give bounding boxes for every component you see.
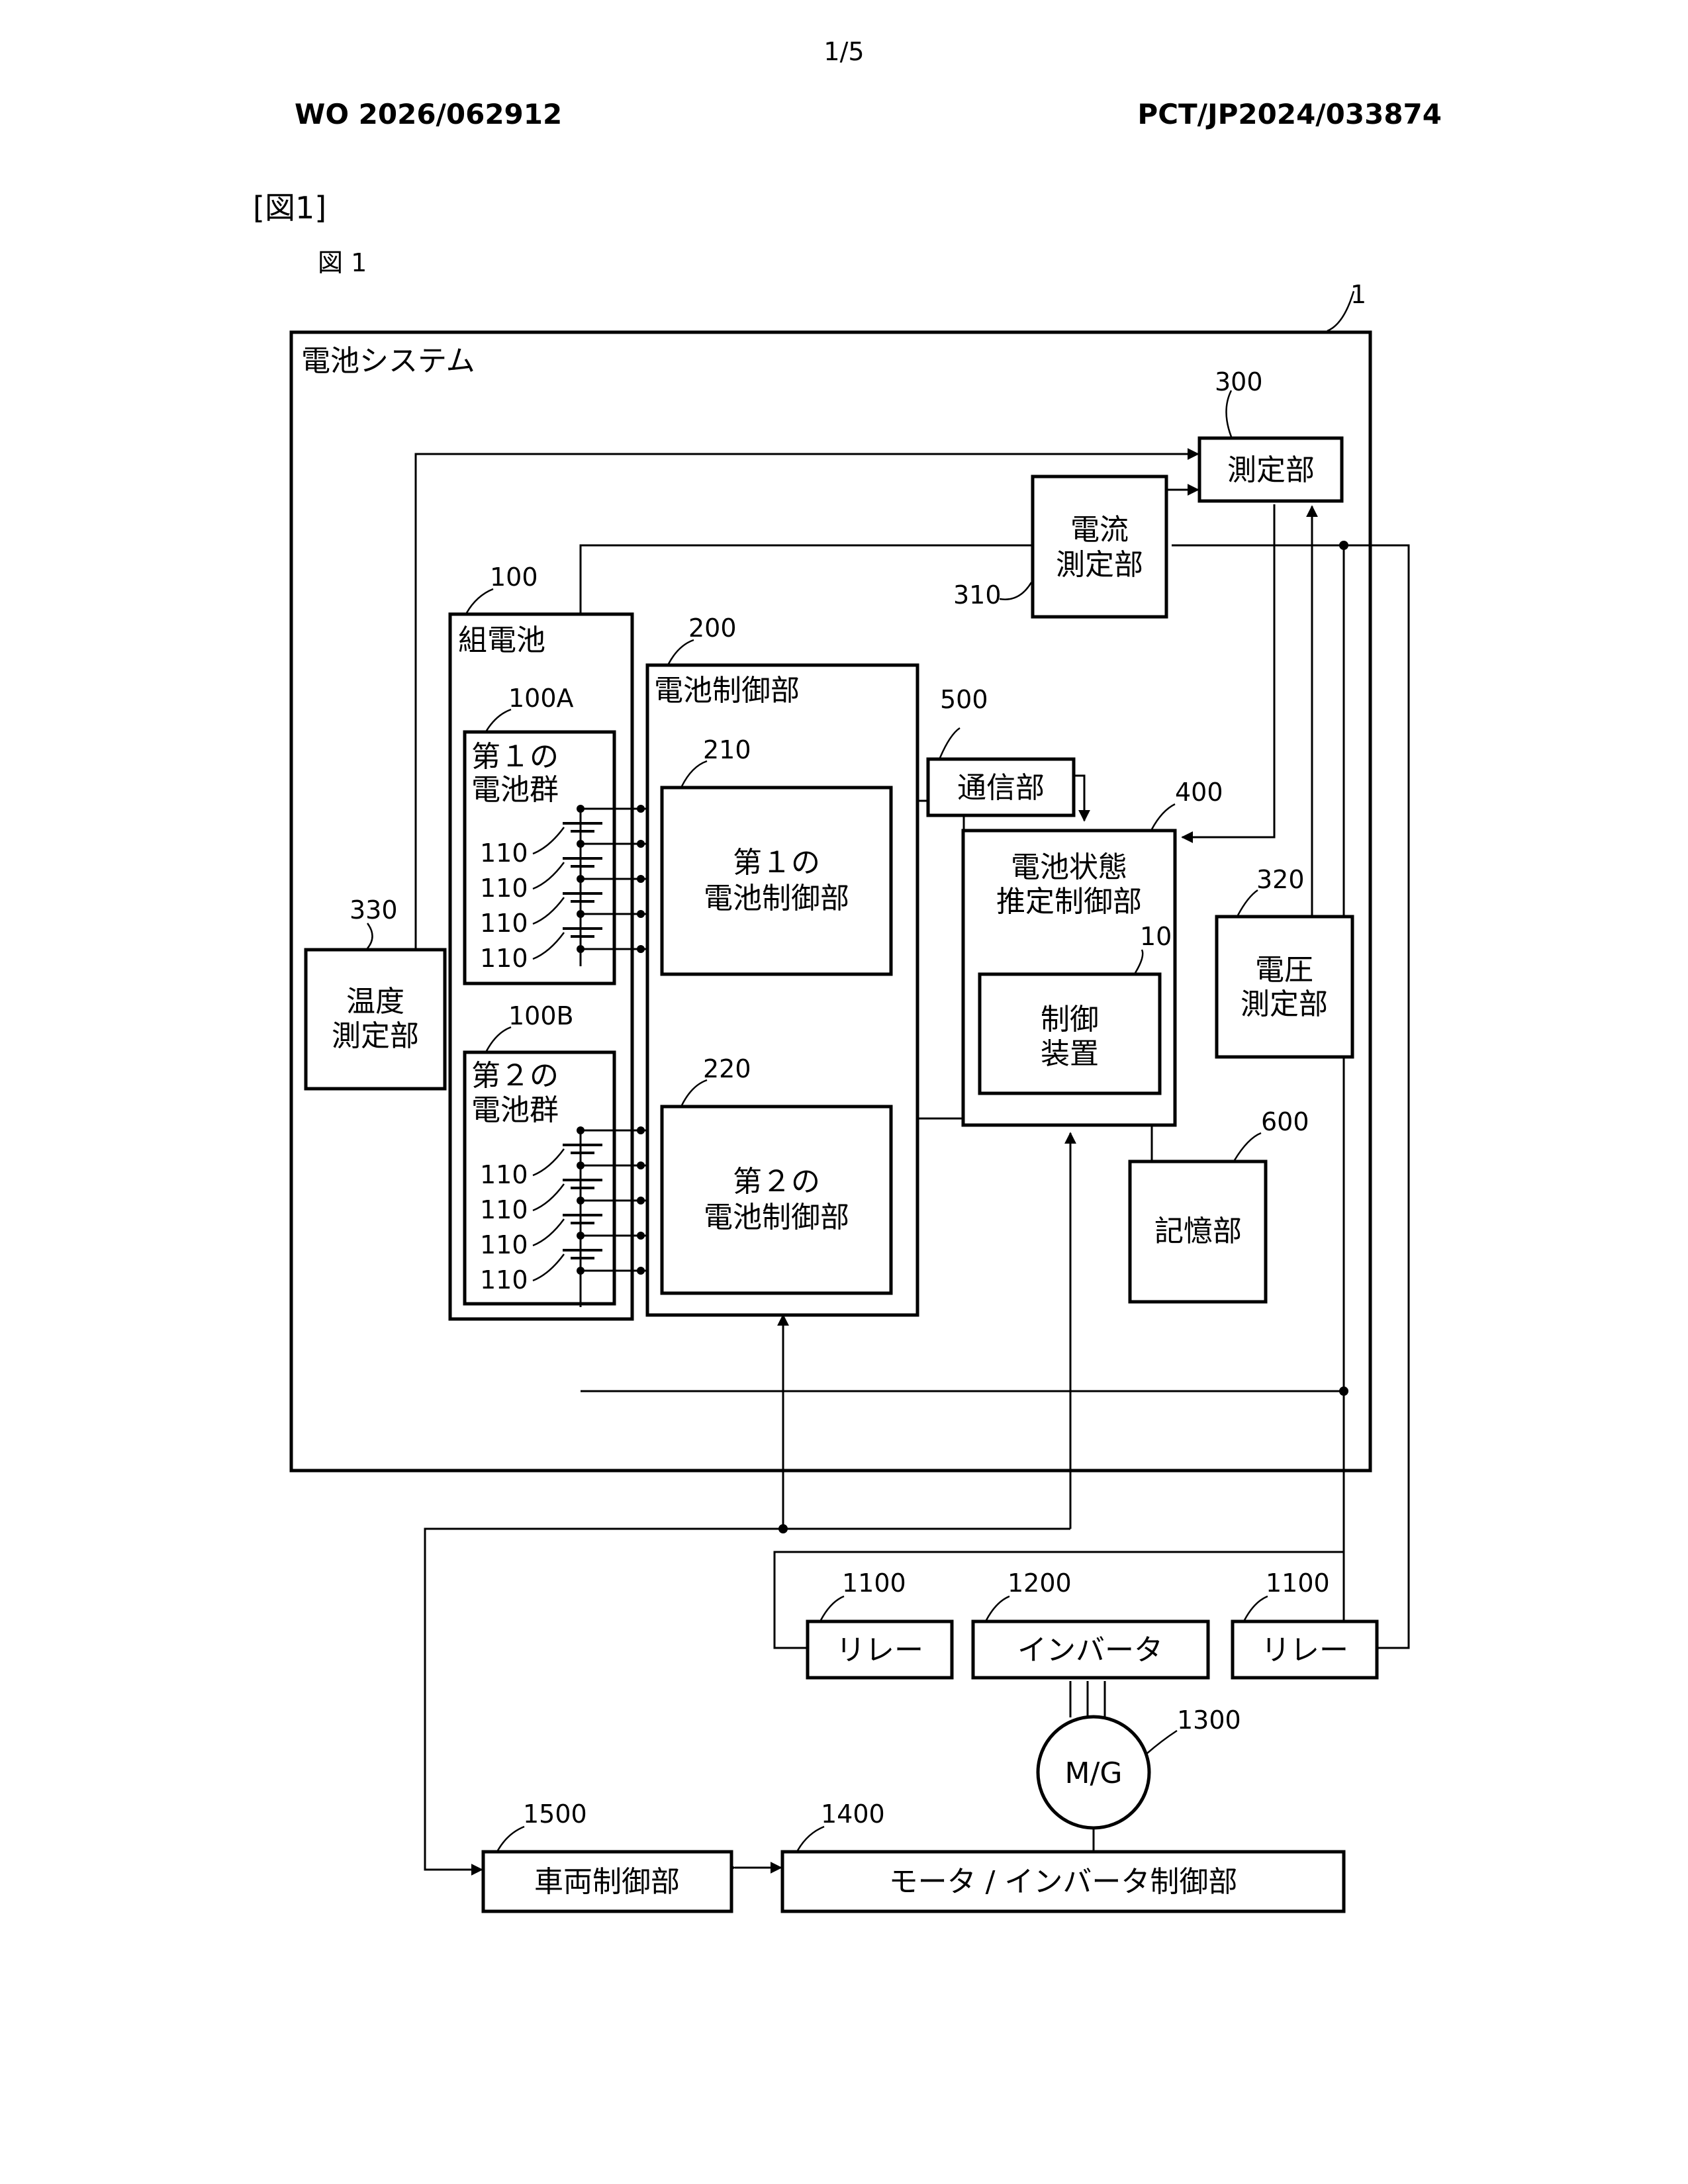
battery-controller: 電池制御部 200 第１の 電池制御部 210 第２の 電池制御部 220 [647, 614, 917, 1315]
cell-a1-ref: 110 [480, 839, 528, 868]
state-estimator-label-2: 推定制御部 [996, 885, 1142, 919]
cell-b3-ref: 110 [480, 1230, 528, 1259]
inverter-ref: 1200 [1008, 1569, 1072, 1598]
battery-controller-ref: 200 [688, 614, 737, 643]
state-estimator-label-1: 電池状態 [1011, 850, 1127, 884]
current-meter-label-1: 電流 [1070, 513, 1129, 547]
battery-system-ref: 1 [1350, 280, 1366, 309]
group-a-label-2: 電池群 [471, 773, 559, 807]
group-a-ref: 100A [508, 684, 574, 713]
motor-inverter-controller-label: モータ / インバータ制御部 [889, 1865, 1238, 1899]
motor-generator-ref: 1300 [1177, 1706, 1241, 1735]
group-b-label-2: 電池群 [471, 1093, 559, 1127]
battery-pack-ref: 100 [490, 563, 538, 592]
cell-a2-ref: 110 [480, 874, 528, 903]
relay-right-label: リレー [1261, 1633, 1348, 1667]
communication-unit-ref: 500 [940, 685, 988, 714]
motor-generator-label: M/G [1065, 1756, 1123, 1790]
communication-unit-label: 通信部 [957, 771, 1045, 805]
controller-2-ref: 220 [703, 1054, 751, 1083]
voltage-meter-ref: 320 [1256, 865, 1305, 894]
controller-1-ref: 210 [703, 735, 751, 764]
control-device-ref: 10 [1140, 922, 1172, 951]
controller-1-label-2: 電池制御部 [704, 882, 849, 915]
relay-left-ref: 1100 [842, 1569, 906, 1598]
group-b-label-1: 第２の [471, 1059, 559, 1093]
voltage-meter-label-1: 電圧 [1255, 953, 1313, 987]
cell-b4-ref: 110 [480, 1265, 528, 1295]
current-meter-label-2: 測定部 [1056, 548, 1143, 582]
cell-a4-ref: 110 [480, 944, 528, 973]
temperature-meter-ref: 330 [350, 895, 398, 925]
storage-unit-ref: 600 [1261, 1107, 1309, 1136]
cell-b2-ref: 110 [480, 1195, 528, 1224]
relay-right-ref: 1100 [1266, 1569, 1330, 1598]
measurement-unit-ref: 300 [1215, 367, 1263, 396]
motor-inverter-controller-ref: 1400 [821, 1799, 885, 1829]
state-estimator-ref: 400 [1175, 778, 1223, 807]
inverter-label: インバータ [1017, 1633, 1163, 1667]
cell-a3-ref: 110 [480, 909, 528, 938]
vehicle-controller: 車両制御部 1500 [483, 1799, 731, 1911]
temperature-meter-label-2: 測定部 [332, 1019, 419, 1053]
inverter: インバータ 1200 [973, 1569, 1208, 1678]
control-device-label-1: 制御 [1041, 1003, 1099, 1036]
battery-pack-label: 組電池 [458, 623, 545, 657]
group-b-ref: 100B [508, 1001, 574, 1030]
measurement-unit-label: 測定部 [1227, 453, 1315, 487]
controller-2-label-1: 第２の [733, 1165, 820, 1199]
battery-system-label: 電池システム [301, 344, 475, 378]
battery-controller-label: 電池制御部 [654, 674, 800, 707]
cell-b1-ref: 110 [480, 1160, 528, 1189]
controller-2-label-2: 電池制御部 [704, 1201, 849, 1234]
voltage-meter-label-2: 測定部 [1241, 987, 1328, 1021]
controller-1-label-1: 第１の [733, 846, 820, 880]
motor-generator: M/G 1300 [1038, 1706, 1241, 1828]
vehicle-controller-ref: 1500 [523, 1799, 587, 1829]
relay-left-label: リレー [836, 1633, 923, 1667]
relay-right: リレー 1100 [1233, 1569, 1377, 1678]
control-device-label-2: 装置 [1041, 1037, 1099, 1071]
temperature-meter-label-1: 温度 [346, 985, 404, 1019]
relay-left: リレー 1100 [808, 1569, 952, 1678]
vehicle-controller-label: 車両制御部 [534, 1865, 680, 1899]
current-meter-ref: 310 [953, 580, 1002, 610]
group-a-label-1: 第１の [471, 740, 559, 774]
storage-unit-label: 記憶部 [1154, 1214, 1242, 1248]
